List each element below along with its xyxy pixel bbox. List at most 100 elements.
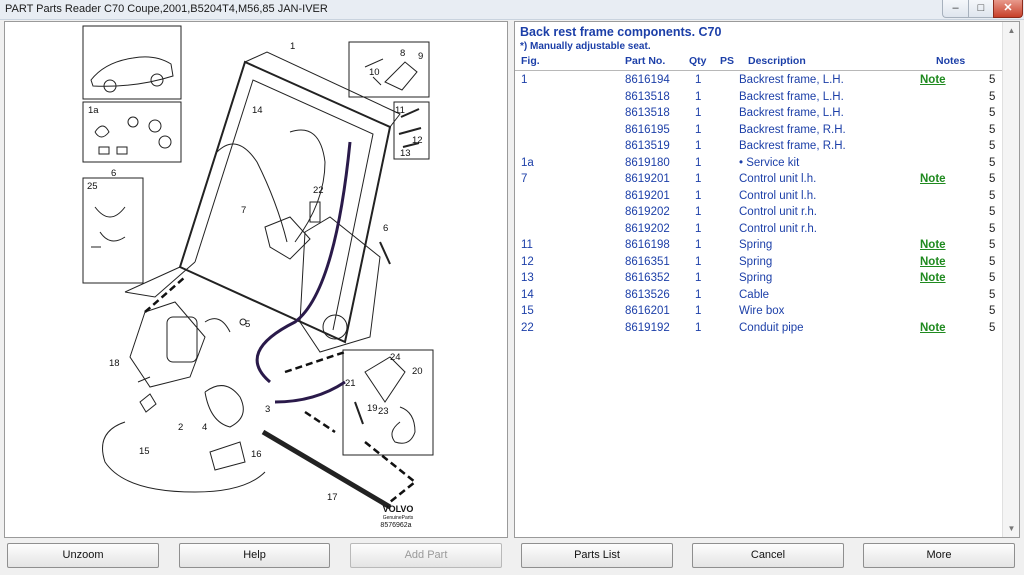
unzoom-button[interactable]: Unzoom bbox=[7, 543, 159, 568]
row-description: Backrest frame, L.H. bbox=[739, 107, 844, 119]
diagram-drawing: 1 1a 25 6 14 8 9 10 11 12 13 22 7 6 5 18… bbox=[82, 25, 434, 529]
row-page-number: 5 bbox=[989, 222, 996, 235]
row-fig: 11 bbox=[521, 239, 533, 251]
car-thumbnail-box bbox=[82, 25, 182, 100]
row-part-no: 8619201 bbox=[625, 189, 670, 202]
row-part-no: 8613518 bbox=[625, 107, 670, 119]
help-button[interactable]: Help bbox=[179, 543, 330, 568]
callout-13: 13 bbox=[400, 148, 411, 159]
callout-1a: 1a bbox=[88, 105, 99, 116]
row-page-number: 5 bbox=[989, 173, 996, 185]
row-description: Backrest frame, R.H. bbox=[739, 123, 846, 136]
control-unit-shape bbox=[264, 216, 311, 260]
row-qty: 1 bbox=[695, 288, 702, 301]
volvo-logo: VOLVO bbox=[383, 504, 414, 514]
service-kit-box bbox=[82, 101, 182, 163]
row-part-no: 8619202 bbox=[625, 222, 670, 235]
row-part-no: 8619192 bbox=[625, 321, 670, 334]
minimize-button[interactable]: – bbox=[942, 0, 968, 18]
row-qty: 1 bbox=[695, 173, 702, 185]
scroll-up-icon[interactable]: ▲ bbox=[1007, 26, 1016, 35]
callout-16: 16 bbox=[251, 449, 262, 460]
row-description: Spring bbox=[739, 239, 773, 251]
section-title: Back rest frame components. C70 bbox=[520, 25, 722, 39]
row-page-number: 5 bbox=[989, 288, 996, 301]
vertical-scrollbar[interactable]: ▲ ▼ bbox=[1002, 22, 1019, 537]
callout-25: 25 bbox=[87, 181, 98, 192]
row-description: Cable bbox=[739, 288, 770, 301]
row-fig: 7 bbox=[521, 173, 528, 185]
row-note-link[interactable]: Note bbox=[920, 321, 946, 334]
row-note-link[interactable]: Note bbox=[920, 255, 946, 268]
row-note-link[interactable]: Note bbox=[920, 272, 946, 284]
row-fig: 14 bbox=[521, 288, 534, 301]
parts-list-panel: Back rest frame components. C70 *) Manua… bbox=[514, 21, 1020, 538]
row-qty: 1 bbox=[695, 123, 702, 136]
maximize-button[interactable]: □ bbox=[968, 0, 993, 18]
row-note-link[interactable]: Note bbox=[920, 239, 946, 251]
row-part-no: 8616194 bbox=[625, 74, 670, 86]
row-fig: 13 bbox=[521, 272, 534, 284]
callout-11: 11 bbox=[395, 105, 405, 116]
row-note-link[interactable]: Note bbox=[920, 173, 946, 185]
row-description: Backrest frame, L.H. bbox=[739, 74, 844, 86]
scroll-down-icon[interactable]: ▼ bbox=[1007, 524, 1016, 533]
callout-8: 8 bbox=[400, 48, 405, 59]
callout-15: 15 bbox=[139, 446, 150, 457]
row-page-number: 5 bbox=[989, 255, 996, 268]
row-qty: 1 bbox=[695, 74, 702, 86]
callout-1: 1 bbox=[290, 41, 295, 52]
row-fig: 22 bbox=[521, 321, 534, 334]
row-part-no: 8619201 bbox=[625, 173, 670, 185]
header-description: Description bbox=[748, 55, 806, 67]
row-qty: 1 bbox=[695, 90, 702, 103]
header-divider bbox=[515, 70, 1005, 71]
cancel-button[interactable]: Cancel bbox=[692, 543, 844, 568]
row-qty: 1 bbox=[695, 272, 702, 284]
callout-19: 19 bbox=[367, 403, 378, 414]
title-bar: PART Parts Reader C70 Coupe,2001,B5204T4… bbox=[0, 0, 1024, 20]
parts-list-button[interactable]: Parts List bbox=[521, 543, 673, 568]
add-part-button[interactable]: Add Part bbox=[350, 543, 502, 568]
row-qty: 1 bbox=[695, 222, 702, 235]
callout-24: 24 bbox=[390, 352, 401, 363]
row-page-number: 5 bbox=[989, 123, 996, 136]
callout-20: 20 bbox=[412, 366, 423, 377]
row-page-number: 5 bbox=[989, 321, 996, 334]
row-page-number: 5 bbox=[989, 107, 996, 119]
row-page-number: 5 bbox=[989, 189, 996, 202]
callout-21: 21 bbox=[345, 378, 356, 389]
more-button[interactable]: More bbox=[863, 543, 1015, 568]
row-note-link[interactable]: Note bbox=[920, 74, 946, 86]
row-description: Conduit pipe bbox=[739, 321, 804, 334]
callout-7: 7 bbox=[241, 205, 246, 216]
close-button[interactable]: ✕ bbox=[993, 0, 1023, 18]
row-qty: 1 bbox=[695, 321, 702, 334]
row-page-number: 5 bbox=[989, 90, 996, 103]
springs-box bbox=[393, 101, 430, 160]
recliner-box bbox=[342, 349, 434, 456]
callout-17: 17 bbox=[327, 492, 338, 503]
table-row[interactable]: 22 8619192 1 Conduit pipe Note 5 bbox=[515, 322, 1005, 338]
header-fig: Fig. bbox=[521, 55, 540, 67]
row-fig: 15 bbox=[521, 305, 534, 317]
row-page-number: 5 bbox=[989, 156, 996, 169]
exploded-diagram[interactable]: 1 1a 25 6 14 8 9 10 11 12 13 22 7 6 5 18… bbox=[4, 21, 508, 538]
row-fig: 1 bbox=[521, 74, 528, 86]
row-qty: 1 bbox=[695, 255, 702, 268]
